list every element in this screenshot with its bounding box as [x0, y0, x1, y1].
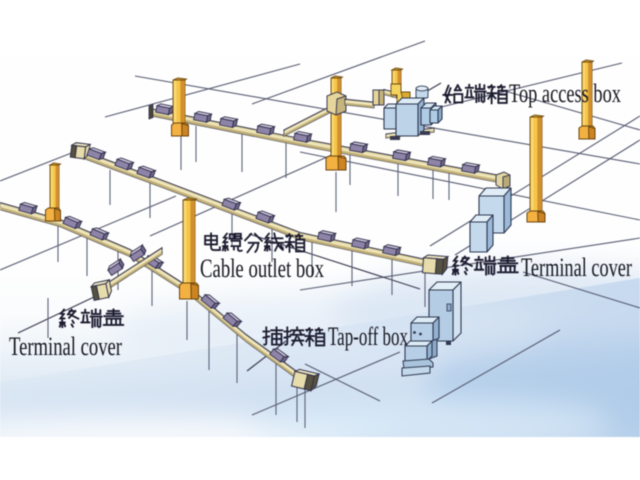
svg-text:Top access box: Top access box	[509, 79, 621, 108]
svg-text:Terminal cover: Terminal cover	[521, 253, 632, 282]
svg-text:Tap-off box: Tap-off box	[328, 322, 408, 351]
svg-text:Cable outlet box: Cable outlet box	[200, 254, 324, 283]
svg-text:Terminal cover: Terminal cover	[9, 332, 122, 361]
